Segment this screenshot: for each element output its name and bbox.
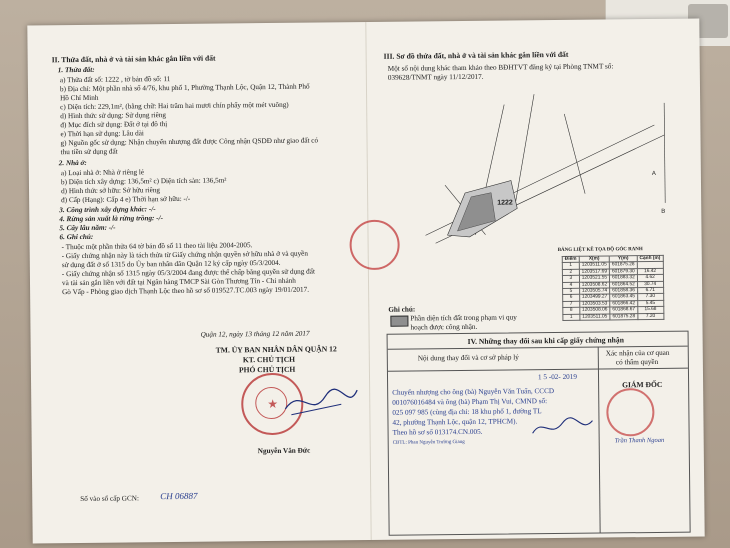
right-column: III. Sơ đồ thửa đất, nhà ở và tài sản kh… [383, 49, 691, 536]
divider [387, 367, 688, 372]
cell: 1203508.06 [579, 307, 610, 314]
cert-number-value: CH 06887 [160, 490, 198, 502]
change-seal [606, 387, 655, 437]
change-date: 1 5 -02- 2019 [537, 372, 577, 382]
section-2-title: II. Thửa đất, nhà ở và tài sản khác gắn … [51, 53, 216, 65]
cell: 601875.28 [609, 313, 638, 321]
cell: 1 [562, 313, 580, 321]
cell: 601863.45 [609, 294, 638, 301]
issuer-title: KT. CHỦ TỊCH [242, 354, 296, 365]
cell: 1203521.55 [579, 275, 610, 282]
signer-name: Nguyễn Văn Đức [257, 446, 311, 456]
cert-number-label: Số vào sổ cấp GCN: [80, 494, 140, 504]
north-label-b: B [661, 209, 665, 215]
land-heading: 1. Thửa đất: [57, 65, 95, 75]
legend-swatch [390, 315, 409, 327]
change-line: Chuyển nhượng cho ông (bà) Nguyễn Văn Tu… [392, 387, 555, 397]
cell: 601864.52 [609, 281, 638, 288]
issue-date: Quận 12, ngày 13 tháng 12 năm 2017 [200, 329, 310, 339]
planned-area [457, 192, 496, 232]
change-line: 001076016484 và ông (bà) Phạm Thị Vui, C… [392, 397, 548, 407]
cell: 1203499.27 [579, 294, 610, 302]
table-header-cell: Cạnh (m) [637, 255, 663, 263]
director-signer: Trần Thanh Ngoan [614, 436, 665, 445]
cell: 601879.30 [609, 268, 638, 276]
section-3-title: III. Sơ đồ thửa đất, nhà ở và tài sản kh… [383, 49, 569, 61]
land-line: thu tiền sử dụng đất [60, 147, 118, 157]
cell: 1203511.05 [579, 313, 610, 321]
north-label-a: A [652, 171, 656, 177]
cell: 601875.28 [609, 262, 638, 269]
left-column: II. Thửa đất, nhà ở và tài sản khác gắn … [48, 52, 400, 535]
issuer-org: TM. ỦY BAN NHÂN DÂN QUẬN 12 [215, 344, 337, 355]
other-line: 5. Cây lâu năm: -/- [59, 223, 116, 233]
cell: 1203508.62 [579, 281, 610, 289]
change-line: Theo hồ sơ số 013174.CN.005. [392, 427, 483, 437]
signature [284, 388, 358, 416]
reference-line: 039628/TNMT ngày 11/12/2017. [387, 72, 484, 82]
cell: 7.20 [637, 313, 664, 320]
change-line: 42, phường Thạnh Lộc, quận 12, TPHCM). [392, 417, 518, 427]
cell: 601883.32 [609, 274, 638, 282]
parcel-number: 1222 [497, 199, 513, 206]
land-line: b) Địa chỉ: Một phần nhà số 4/76, khu ph… [59, 82, 310, 94]
change-signature [532, 417, 593, 434]
changes-box: IV. Những thay đổi sau khi cấp giấy chứn… [386, 330, 691, 536]
note-line: Gò Vấp - Phòng giao dịch Thạnh Lộc theo … [62, 285, 310, 297]
section-4-title: IV. Những thay đổi sau khi cấp giấy chứn… [467, 335, 624, 346]
land-line: c) Diện tích: 229,1m², (bằng chữ: Hai tr… [60, 100, 289, 112]
land-line: g) Nguồn gốc sử dụng: Nhận chuyển nhượng… [60, 136, 319, 148]
star-icon: ★ [267, 396, 279, 412]
confirm-col-header: có thẩm quyền [615, 357, 659, 367]
changes-col-header: Nội dung thay đổi và cơ sở pháp lý [417, 353, 519, 363]
house-heading: 2. Nhà ở: [58, 158, 87, 168]
cell: 601866.42 [609, 300, 638, 308]
parcel-sketch: 1222 A B [425, 94, 666, 244]
land-line: Hồ Chí Minh [60, 93, 99, 103]
other-line: 6. Ghi chú: [59, 232, 94, 242]
change-line: 025 097 985 (cùng địa chỉ: 18 khu phố 1,… [392, 407, 542, 417]
cell: 1203511.05 [579, 262, 610, 270]
coord-table-title: BẢNG LIỆT KÊ TỌA ĐỘ GÓC RANH [557, 247, 643, 253]
confirm-col-header: Xác nhận của cơ quan [605, 348, 670, 358]
certificate-page: II. Thửa đất, nhà ở và tài sản khác gắn … [27, 18, 705, 544]
reference-line: Một số nội dung khác tham khảo theo BĐHT… [387, 62, 614, 73]
change-officer: CBTL: Phan Nguyễn Trường Giang [392, 439, 465, 446]
cell: 1203517.69 [579, 268, 610, 276]
legend-title: Ghi chú: [388, 305, 416, 314]
legend-text: hoạch được công nhận. [410, 322, 478, 332]
cell: 601868.67 [609, 306, 638, 314]
house-line: đ) Cấp (Hạng): Cấp 4 e) Thời hạn sở hữu:… [61, 194, 191, 205]
